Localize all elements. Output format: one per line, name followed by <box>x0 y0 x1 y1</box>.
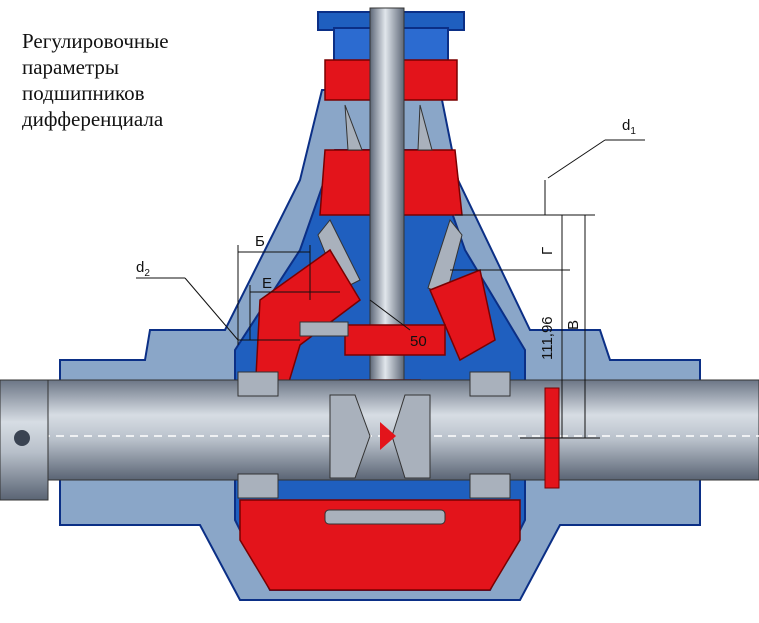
label-111-96: 111,96 <box>539 316 556 360</box>
dimension-lines <box>136 139 645 439</box>
label-v: В <box>565 320 582 330</box>
label-d1: d1 <box>622 117 636 137</box>
diagram-title: Регулировочные параметры подшипников диф… <box>22 29 169 131</box>
label-d2: d2 <box>136 259 150 279</box>
label-e: Е <box>262 275 272 292</box>
side-bearings <box>237 371 560 499</box>
label-b: Б <box>255 233 265 250</box>
differential-gears <box>329 394 431 479</box>
axle-shaft <box>0 379 759 481</box>
carrier-bolt <box>324 509 446 525</box>
label-50: 50 <box>410 333 427 350</box>
label-g: Г <box>539 247 556 255</box>
